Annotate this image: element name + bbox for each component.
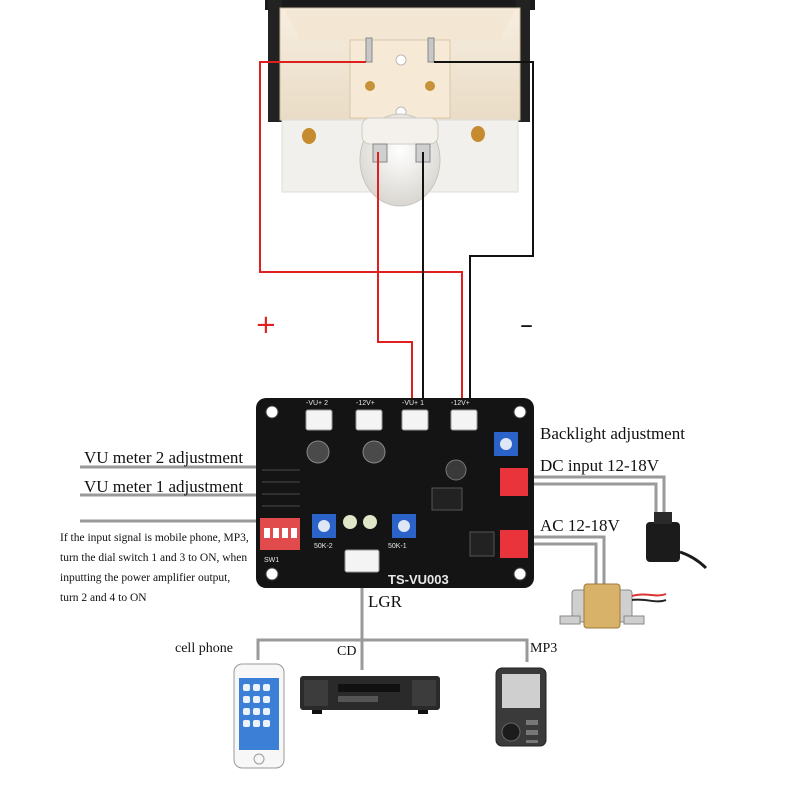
transformer-icon	[559, 583, 667, 629]
connector-label-12v-b: -12V+	[451, 400, 470, 407]
input-note: If the input signal is mobile phone, MP3…	[60, 532, 249, 604]
connector-label-vu1: -VU+ 1	[402, 400, 424, 407]
meter-wires	[259, 61, 534, 410]
switch-label: SW1	[264, 557, 279, 564]
backlight-label: Backlight adjustment	[540, 424, 685, 443]
dc-adapter-icon	[646, 512, 708, 570]
lgr-label: LGR	[368, 592, 402, 611]
connector-label-vu2: -VU+ 2	[306, 400, 328, 407]
mp3-player-icon	[495, 667, 547, 747]
dc-input-label: DC input 12-18V	[540, 456, 659, 475]
vu1-adjust-label: VU meter 1 adjustment	[84, 477, 244, 496]
minus-label: –	[520, 310, 533, 340]
ac-input-label: AC 12-18V	[540, 516, 620, 535]
mp3-label: MP3	[530, 641, 558, 656]
board-model: TS-VU003	[388, 572, 449, 587]
cd-player-icon	[300, 676, 440, 714]
vu-meter-icon	[265, 0, 535, 207]
vu2-adjust-label: VU meter 2 adjustment	[84, 448, 244, 467]
smartphone-icon	[233, 663, 285, 769]
trimmer-label-left: 50K-2	[314, 543, 333, 550]
board-silkscreen: -VU+ 2 -12V+ -VU+ 1 -12V+ 50K-2 50K-1 SW…	[264, 400, 470, 587]
cell-phone-label: cell phone	[175, 641, 233, 656]
circuit-board-icon	[256, 398, 534, 588]
plus-label: +	[255, 310, 277, 340]
trimmer-label-right: 50K-1	[388, 543, 407, 550]
cd-label: CD	[337, 644, 357, 659]
connector-label-12v-a: -12V+	[356, 400, 375, 407]
